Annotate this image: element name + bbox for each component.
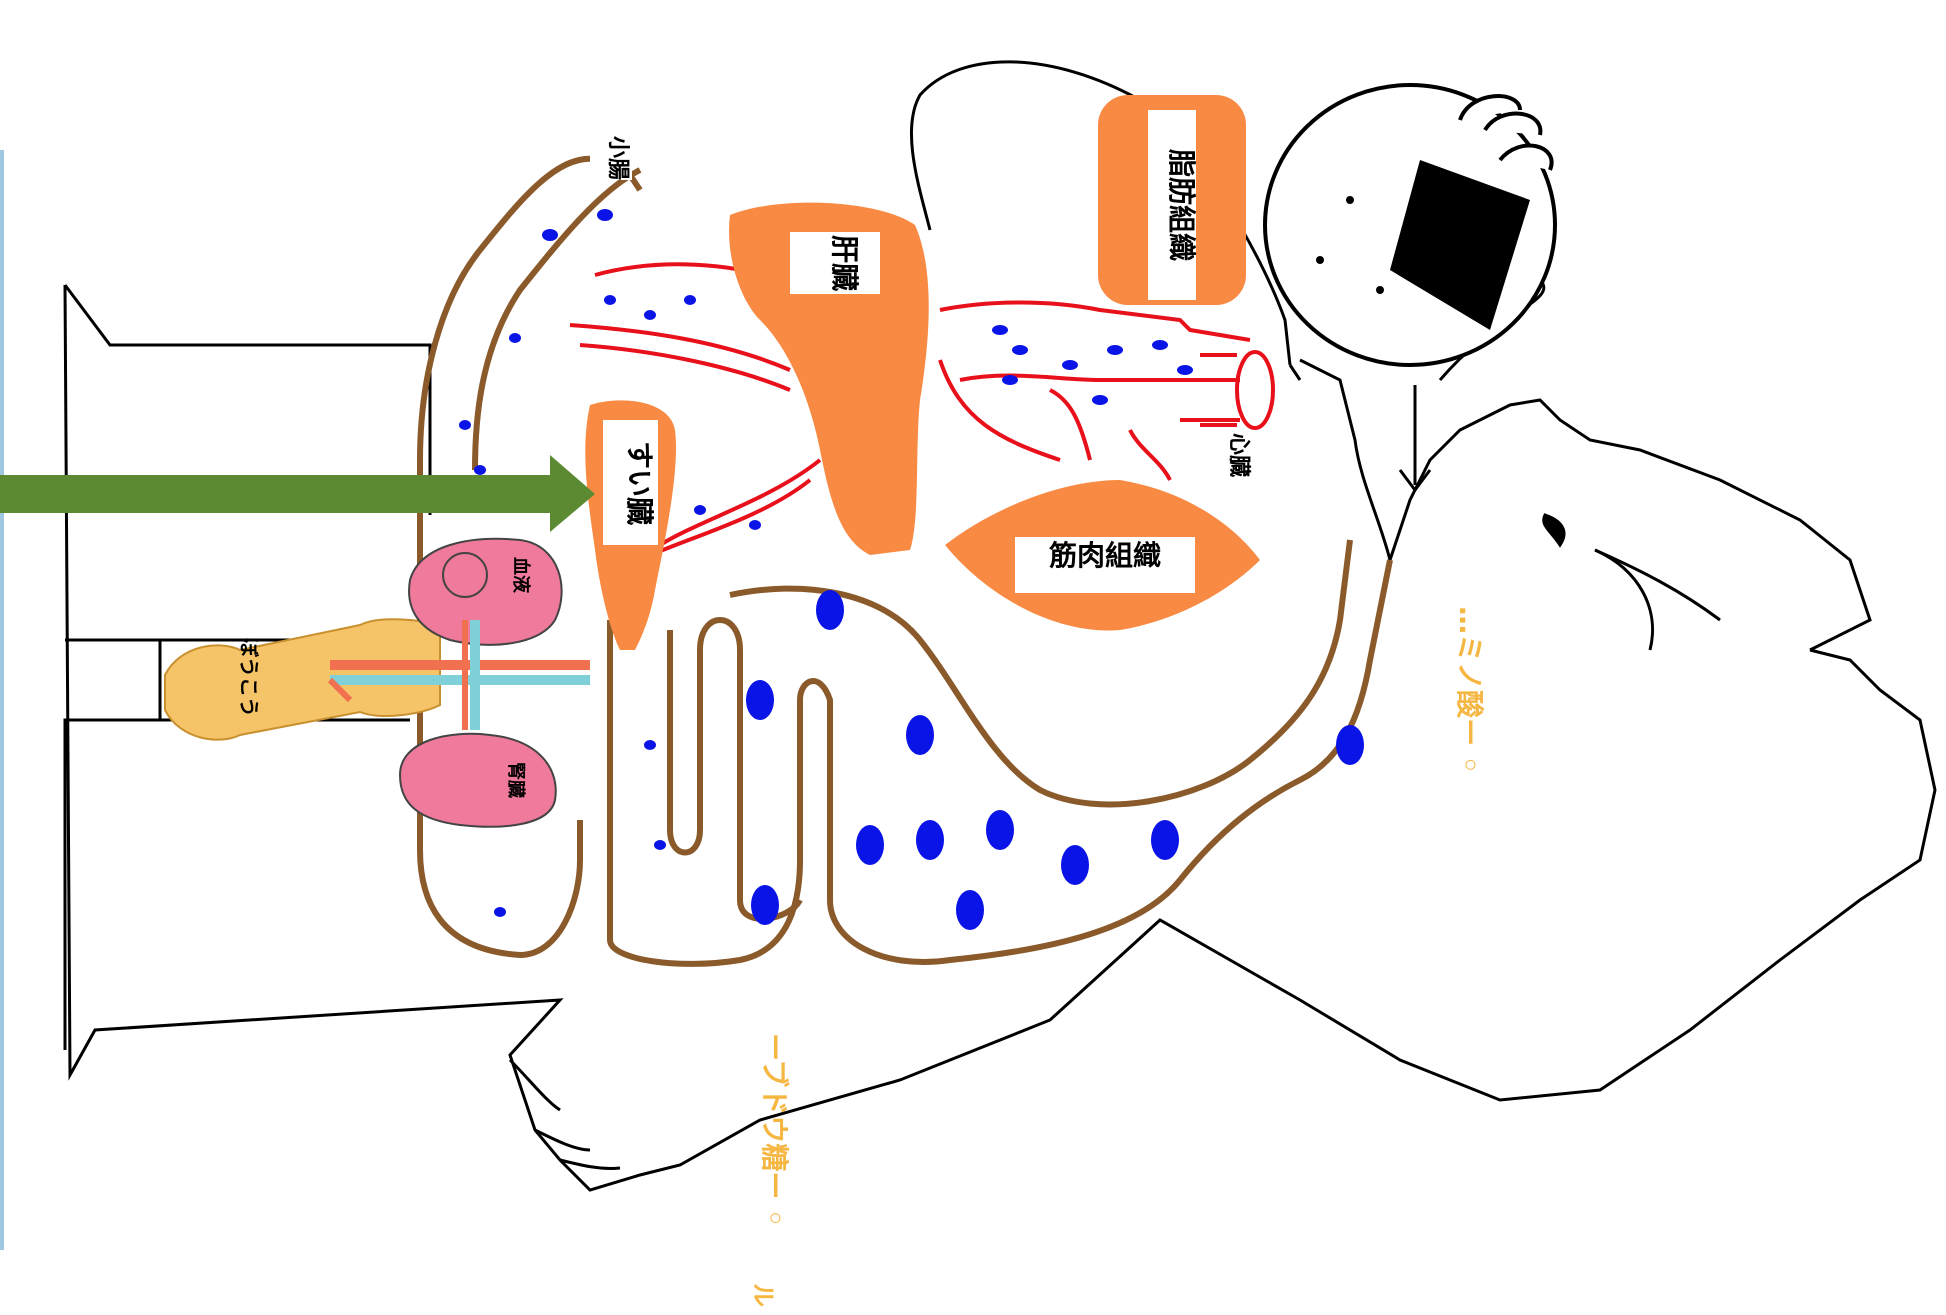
kidney-bottom: [400, 734, 556, 827]
green-arrow-right: [0, 455, 595, 532]
small-intestine-label: 小腸: [605, 136, 630, 180]
heart-vessel: [1200, 352, 1273, 428]
glucose-trail: ーブドウ糖ー ◦: [758, 1033, 791, 1227]
kidney-label: 腎臓: [505, 762, 526, 798]
kidney-top: [409, 539, 562, 645]
muscle-tissue-label: 筋肉組織: [1049, 539, 1161, 572]
liver-label: 肝臓: [828, 235, 861, 291]
hand-outline: [510, 1060, 620, 1168]
trail-edge-char: ル: [749, 1283, 777, 1307]
bladder-label: ぼうこう: [237, 637, 261, 717]
heart-label: 心臓: [1226, 433, 1251, 477]
trail-texts: …ミノ酸ー ◦ ーブドウ糖ー ◦ ル: [749, 606, 1486, 1307]
fat-tissue-label: 脂肪組織: [1165, 149, 1198, 261]
blood-label: 血液: [510, 557, 532, 594]
face-details: [1544, 515, 1653, 650]
rice-ball-icon: [1265, 85, 1555, 490]
amino-acid-trail: …ミノ酸ー ◦: [1453, 606, 1486, 774]
pancreas-label: すい臓: [623, 441, 656, 525]
body-outline: [65, 62, 1935, 1190]
